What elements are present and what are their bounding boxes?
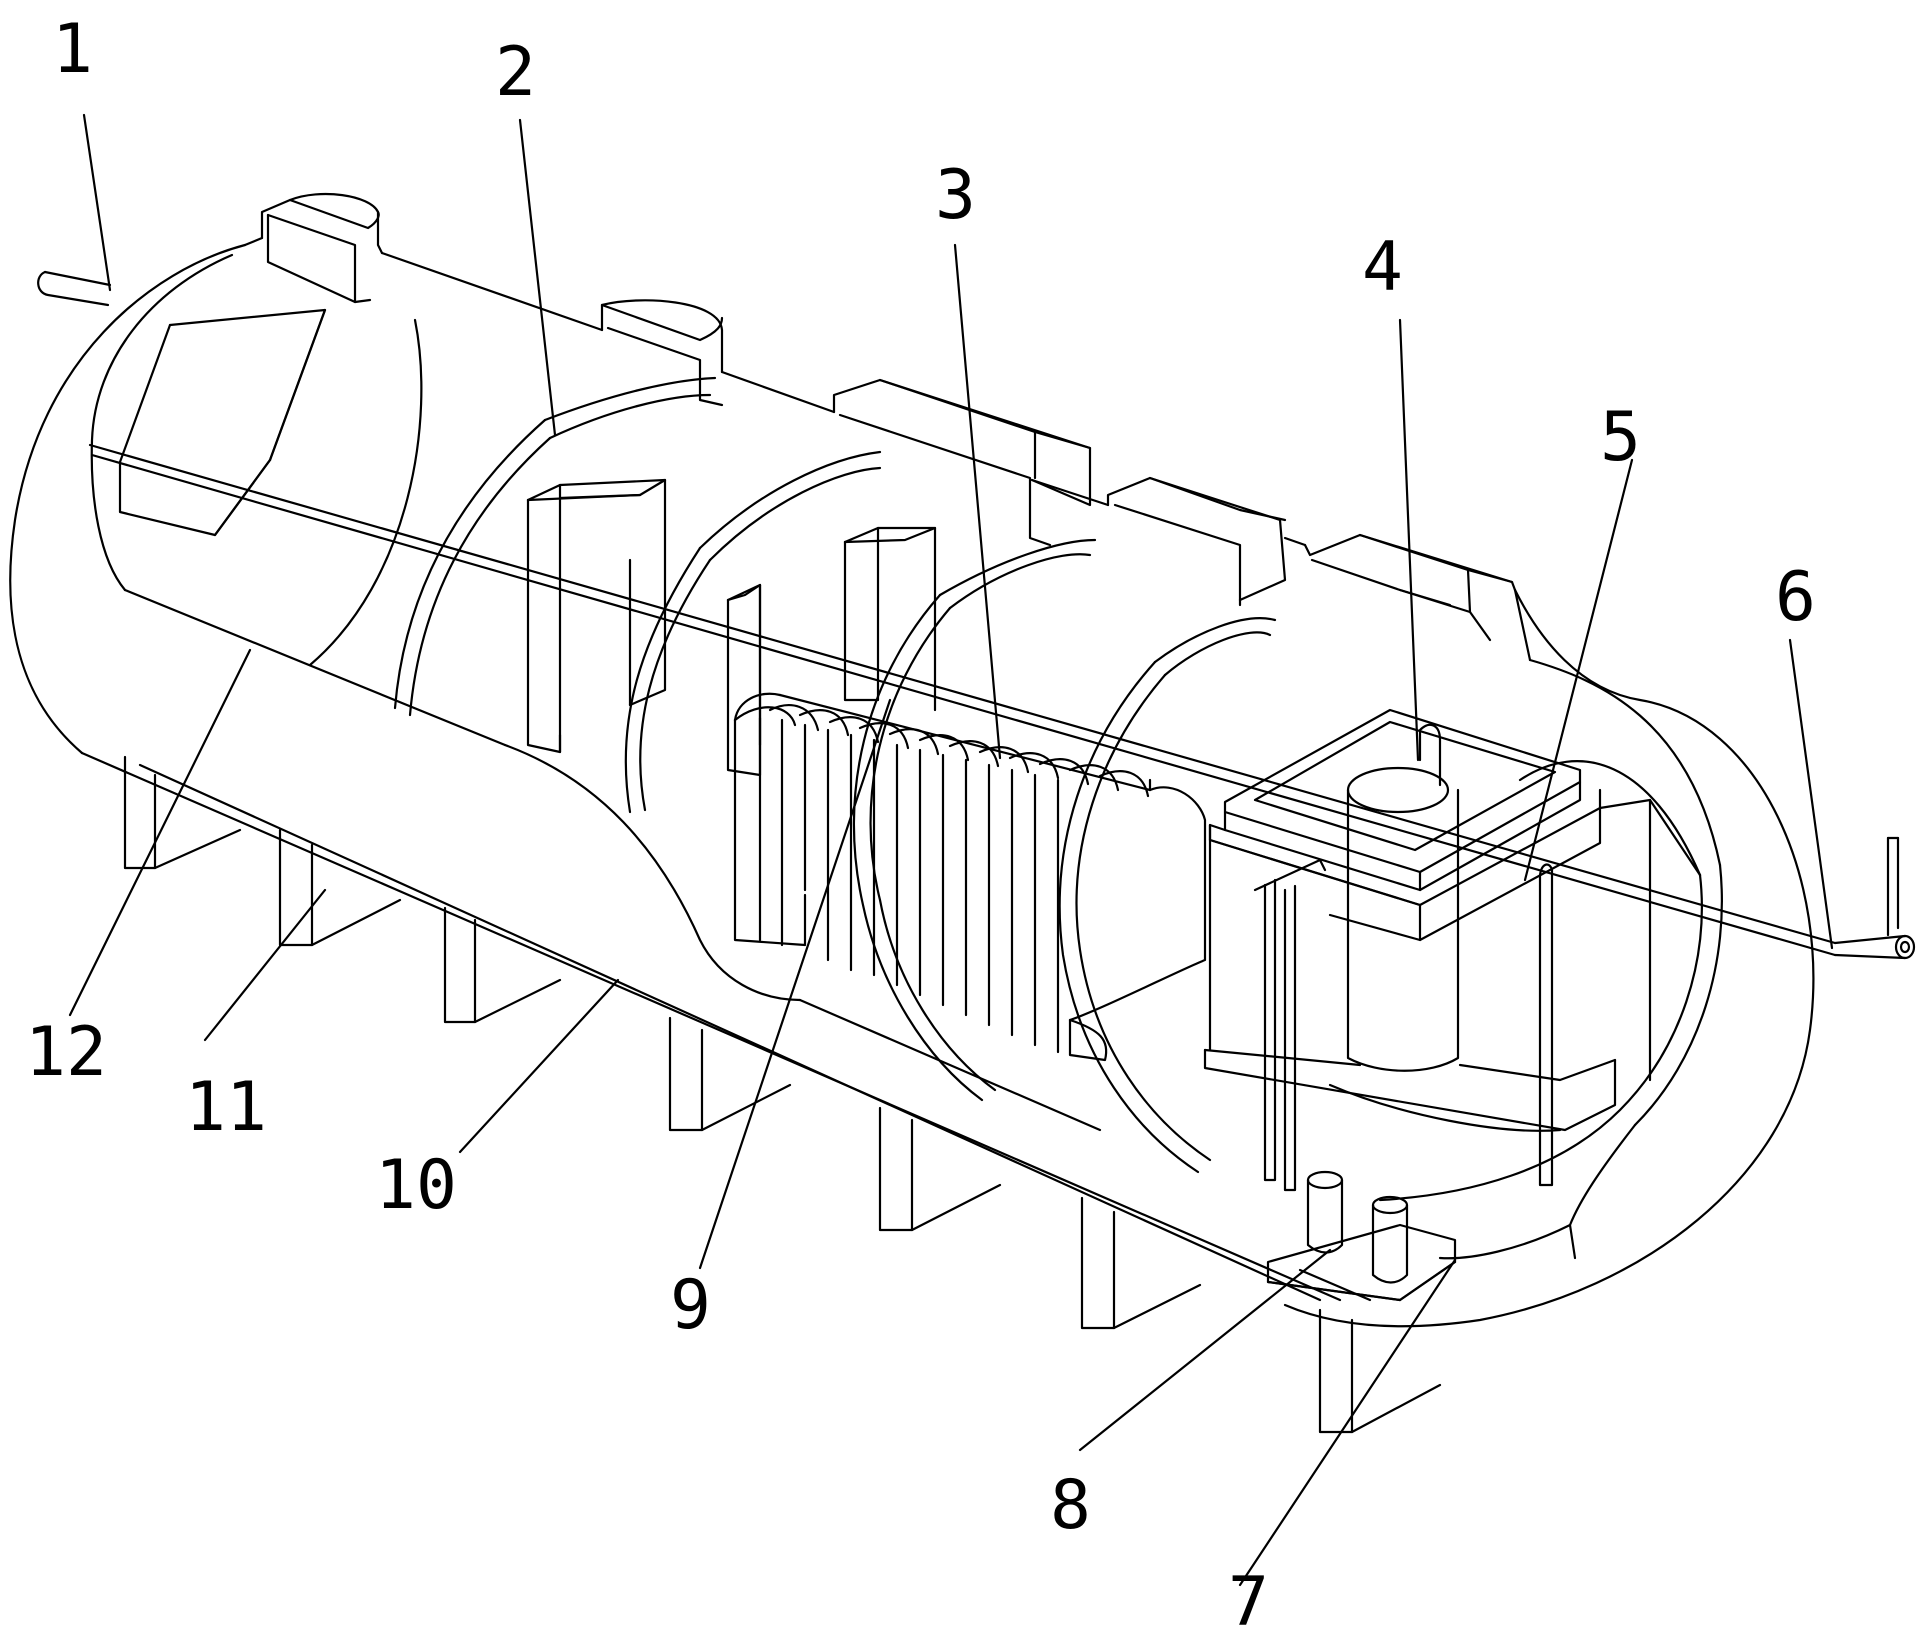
callout-12: 12 — [25, 1013, 107, 1092]
callout-7: 7 — [1228, 1563, 1269, 1625]
callout-1: 1 — [52, 10, 93, 89]
callout-labels: 1 2 3 4 5 6 7 8 9 10 11 12 — [25, 10, 1816, 1630]
right-equipment — [1203, 708, 1702, 1302]
callout-4: 4 — [1362, 228, 1403, 307]
support-legs — [123, 755, 1442, 1434]
callout-11: 11 — [185, 1068, 267, 1147]
callout-5: 5 — [1600, 398, 1641, 477]
manhole-risers — [260, 192, 1517, 642]
callout-8: 8 — [1050, 1466, 1091, 1545]
inlet-pipe — [37, 270, 112, 307]
callout-9: 9 — [670, 1266, 711, 1345]
left-compartment — [90, 253, 1102, 1132]
settling-plates — [526, 478, 1207, 1062]
callout-6: 6 — [1775, 558, 1816, 637]
callout-3: 3 — [935, 156, 976, 235]
callout-2: 2 — [495, 33, 536, 112]
callout-10: 10 — [375, 1146, 457, 1225]
tank-shell — [9, 236, 1815, 1328]
partition-rings — [393, 376, 1723, 1260]
long-pipe — [88, 443, 1916, 960]
leader-lines — [68, 113, 1834, 1587]
